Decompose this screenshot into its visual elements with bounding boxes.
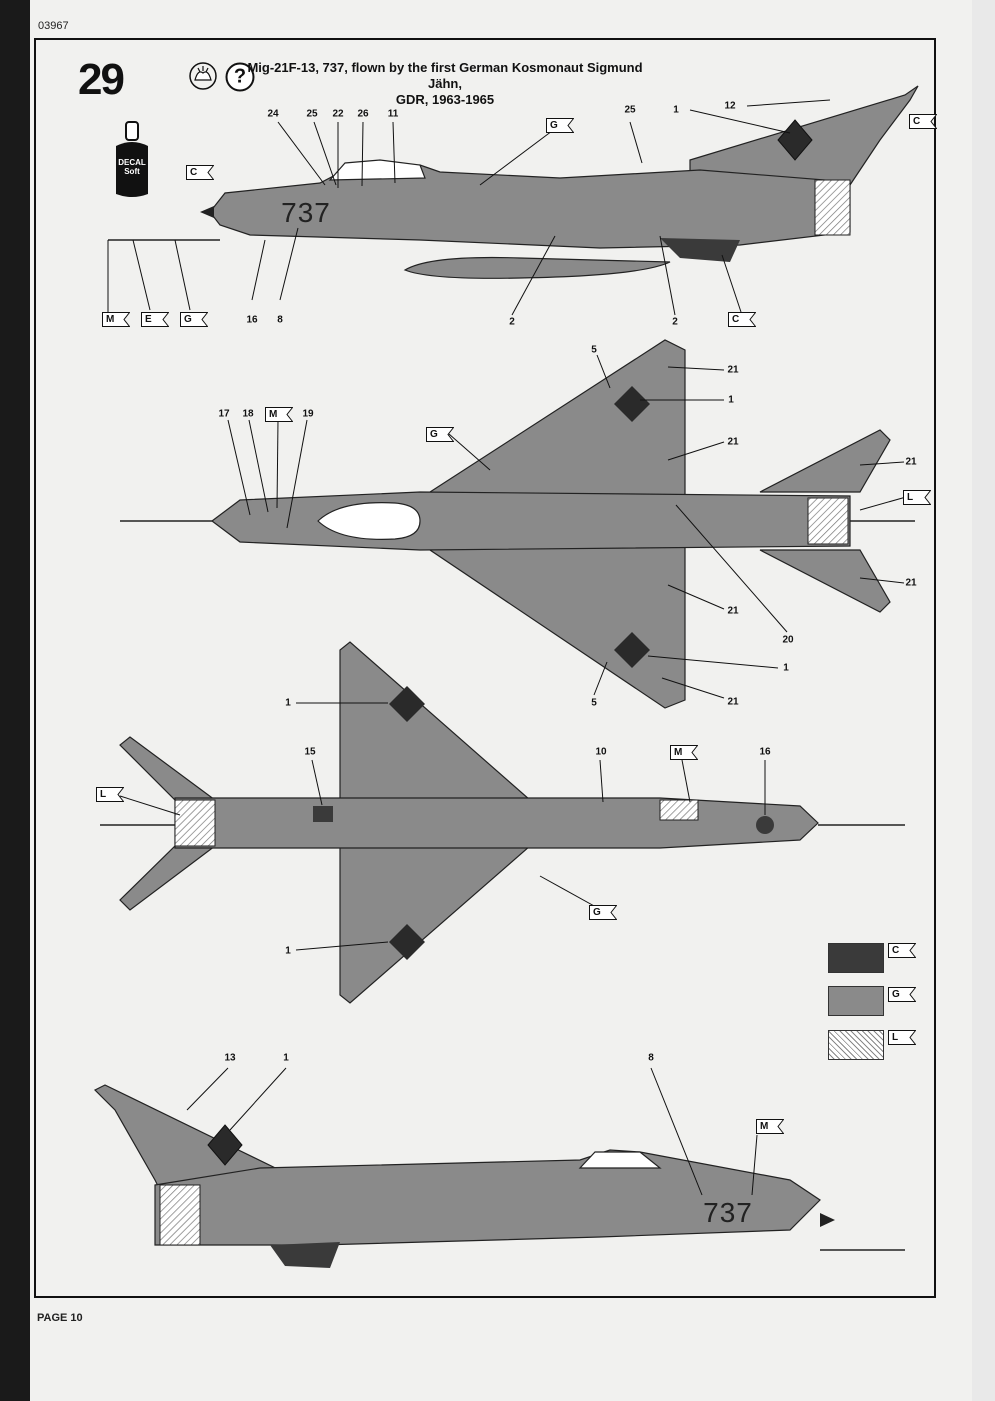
side-view-left bbox=[107, 85, 919, 318]
color-flag: M bbox=[670, 745, 698, 760]
color-flag: G bbox=[426, 427, 454, 442]
step-number: 29 bbox=[78, 55, 125, 104]
part-label: 21 bbox=[727, 436, 739, 448]
part-label: 1 bbox=[285, 697, 291, 709]
part-label: 1 bbox=[285, 945, 291, 957]
instruction-frame bbox=[34, 38, 936, 1298]
part-label: 13 bbox=[224, 1052, 236, 1064]
page-title: Mig-21F-13, 737, flown by the first Germ… bbox=[240, 60, 650, 108]
part-label: 2 bbox=[509, 316, 515, 328]
color-flag: G bbox=[546, 118, 574, 133]
part-label: 5 bbox=[591, 697, 597, 709]
part-label: 21 bbox=[727, 696, 739, 708]
part-label: 1 bbox=[728, 394, 734, 406]
top-view bbox=[120, 339, 915, 709]
legend-flag-l: L bbox=[888, 1030, 916, 1045]
part-label: 18 bbox=[242, 408, 254, 420]
color-flag: L bbox=[96, 787, 124, 802]
part-label: 1 bbox=[783, 662, 789, 674]
part-label: 8 bbox=[277, 314, 283, 326]
soft-word: Soft bbox=[124, 167, 140, 176]
part-label: 20 bbox=[782, 634, 794, 646]
doc-code: 03967 bbox=[38, 20, 69, 32]
part-label: 21 bbox=[727, 364, 739, 376]
part-label: 26 bbox=[357, 108, 369, 120]
color-flag: C bbox=[186, 165, 214, 180]
clean-hands-icon bbox=[189, 62, 217, 90]
question-mark-icon bbox=[225, 62, 255, 92]
color-flag: M bbox=[265, 407, 293, 422]
part-label: 12 bbox=[724, 100, 736, 112]
part-label: 21 bbox=[727, 605, 739, 617]
color-flag: M bbox=[756, 1119, 784, 1134]
legend-swatch-l bbox=[828, 1030, 884, 1060]
part-label: 11 bbox=[387, 108, 399, 120]
part-label: 25 bbox=[624, 104, 636, 116]
question-glyph: ? bbox=[233, 65, 247, 88]
title-line-2: GDR, 1963-1965 bbox=[395, 92, 495, 107]
part-label: 8 bbox=[648, 1052, 654, 1064]
color-flag: M bbox=[102, 312, 130, 327]
part-label: 1 bbox=[673, 104, 679, 116]
page-number: PAGE 10 bbox=[37, 1312, 83, 1324]
part-label: 24 bbox=[267, 108, 279, 120]
legend-flag-g: G bbox=[888, 987, 916, 1002]
part-label: 25 bbox=[306, 108, 318, 120]
legend-swatch-c bbox=[828, 943, 884, 973]
part-label: 19 bbox=[302, 408, 314, 420]
part-label: 5 bbox=[591, 344, 597, 356]
color-flag: L bbox=[903, 490, 931, 505]
part-label: 2 bbox=[672, 316, 678, 328]
aircraft-number-left: 737 bbox=[281, 197, 331, 228]
aircraft-number-right: 737 bbox=[703, 1197, 753, 1228]
legend-swatch-g bbox=[828, 986, 884, 1016]
color-flag: G bbox=[180, 312, 208, 327]
bottom-view bbox=[100, 641, 905, 1004]
page-edge bbox=[972, 0, 995, 1401]
part-label: 16 bbox=[246, 314, 258, 326]
part-label: 16 bbox=[759, 746, 771, 758]
part-label: 17 bbox=[218, 408, 230, 420]
part-label: 10 bbox=[595, 746, 607, 758]
color-flag: C bbox=[728, 312, 756, 327]
color-flag: G bbox=[589, 905, 617, 920]
part-label: 22 bbox=[332, 108, 344, 120]
part-label: 21 bbox=[905, 456, 917, 468]
part-label: 21 bbox=[905, 577, 917, 589]
legend-flag-c: C bbox=[888, 943, 916, 958]
title-line-1: Mig-21F-13, 737, flown by the first Germ… bbox=[247, 60, 643, 91]
side-view-right bbox=[93, 1067, 905, 1268]
color-flag: E bbox=[141, 312, 169, 327]
part-label: 15 bbox=[304, 746, 316, 758]
decal-word: DECAL bbox=[118, 158, 146, 167]
part-label: 1 bbox=[283, 1052, 289, 1064]
color-flag: C bbox=[909, 114, 937, 129]
